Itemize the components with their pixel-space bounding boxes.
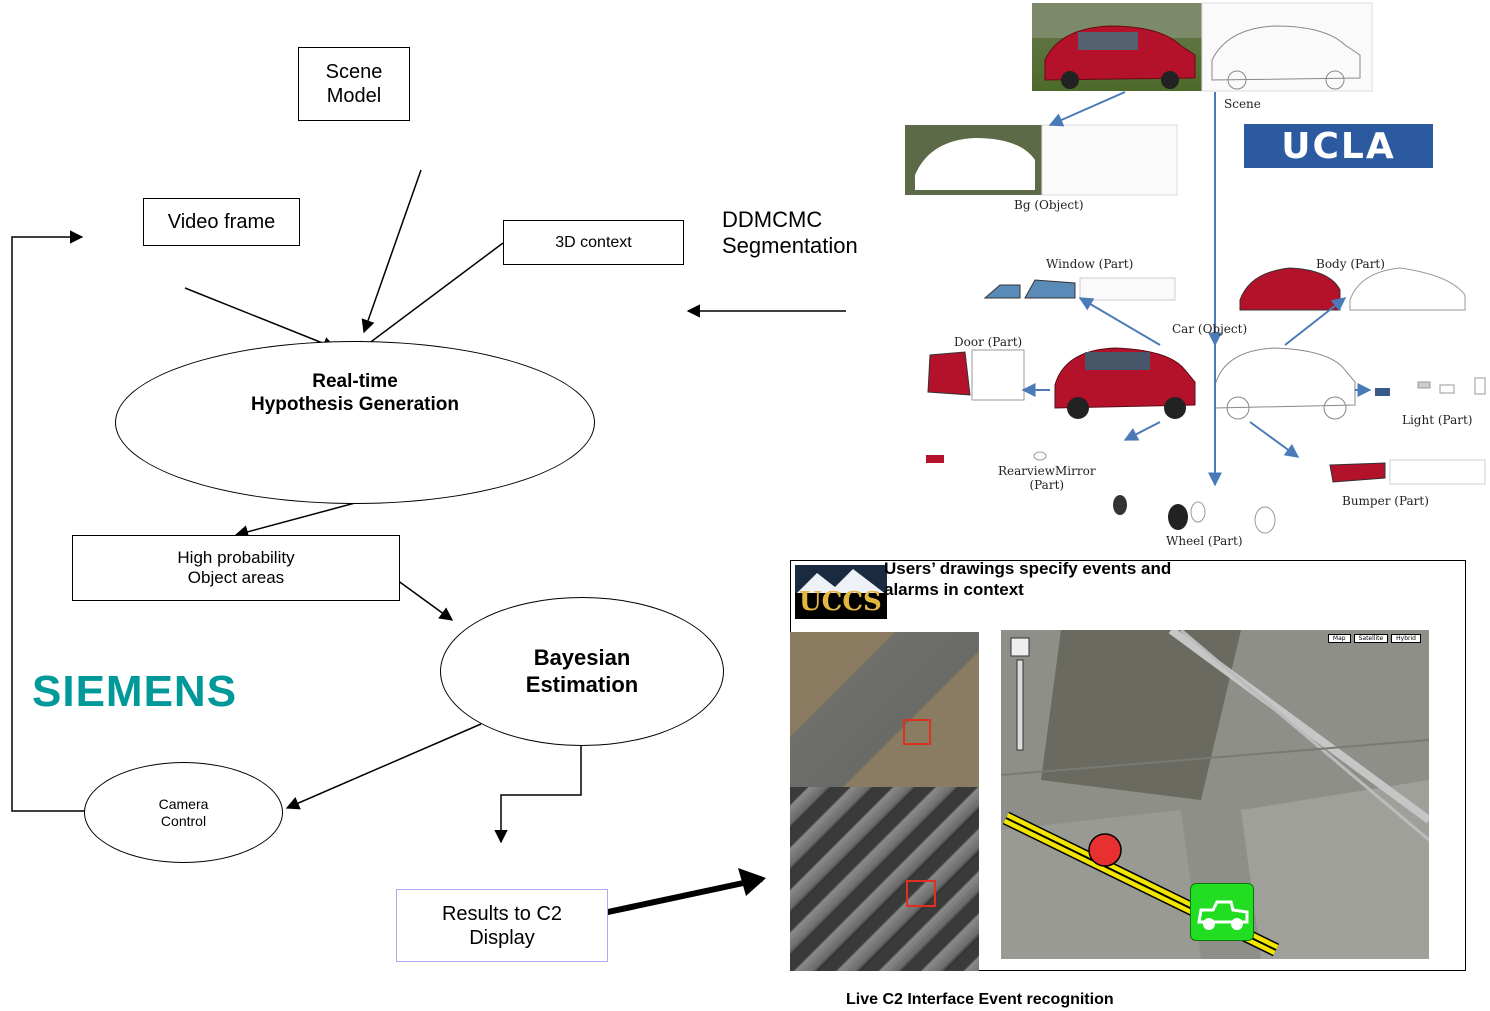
label-bg: Bg (Object): [1014, 198, 1084, 212]
scene-model-box: Scene Model: [298, 47, 410, 121]
map-type-buttons: Map Satellite Hybrid: [1327, 634, 1421, 643]
hybrid-button[interactable]: Hybrid: [1391, 634, 1421, 643]
target-box: [903, 719, 931, 745]
ucla-logo: UCLA: [1244, 124, 1433, 168]
context-to-hypothesis-arrow: [354, 242, 504, 354]
results-to-c2-arrowhead: [738, 868, 766, 896]
bayesian-ellipse: Bayesian Estimation: [440, 597, 724, 746]
jeep-icon[interactable]: [1190, 883, 1254, 941]
high-probability-box: High probability Object areas: [72, 535, 400, 601]
context-3d-box: 3D context: [503, 220, 684, 265]
bayesian-to-results-arrow: [494, 745, 582, 844]
satellite-map[interactable]: Map Satellite Hybrid: [1001, 630, 1429, 959]
c2-heading: Users’ drawings specify events and alarm…: [884, 559, 1172, 600]
hypothesis-to-areas-arrow: [234, 502, 356, 539]
label-bumper: Bumper (Part): [1342, 494, 1429, 508]
label-mirror: RearviewMirror (Part): [998, 464, 1096, 493]
label-body: Body (Part): [1316, 257, 1385, 271]
ir-thumbnail: [790, 787, 979, 971]
results-to-c2-arrow: [593, 876, 763, 918]
ucla-logo-text: UCLA: [1281, 125, 1396, 167]
satellite-button[interactable]: Satellite: [1353, 634, 1389, 643]
video-frame-box: Video frame: [143, 198, 300, 246]
feedback-loop-line: [11, 230, 85, 812]
label-scene: Scene: [1224, 97, 1261, 111]
aerial-thumbnail: [790, 632, 979, 787]
c2-caption: Live C2 Interface Event recognition: [846, 991, 1114, 1008]
label-wheel: Wheel (Part): [1166, 534, 1243, 548]
uccs-logo-text: UCCS: [799, 587, 882, 617]
mountain-icon: [795, 569, 887, 619]
uccs-logo: UCCS: [795, 565, 887, 619]
ddmcmc-label: DDMCMC Segmentation: [722, 207, 858, 259]
ir-target-box: [906, 880, 936, 907]
label-light: Light (Part): [1402, 413, 1473, 427]
alarm-marker: [1088, 833, 1122, 867]
label-car: Car (Object): [1172, 322, 1248, 336]
bayesian-to-camera-arrow: [285, 723, 482, 810]
label-door: Door (Part): [954, 335, 1023, 349]
scene-to-hypothesis-arrow: [361, 169, 422, 334]
siemens-logo: SIEMENS: [32, 667, 238, 716]
hypothesis-ellipse: Real-time Hypothesis Generation: [115, 341, 595, 504]
map-button[interactable]: Map: [1327, 634, 1351, 643]
label-window: Window (Part): [1046, 257, 1134, 271]
areas-to-bayesian-arrow: [396, 579, 454, 621]
video-to-hypothesis-arrow: [184, 287, 337, 350]
camera-control-ellipse: Camera Control: [84, 762, 283, 863]
results-box: Results to C2 Display: [396, 889, 608, 962]
